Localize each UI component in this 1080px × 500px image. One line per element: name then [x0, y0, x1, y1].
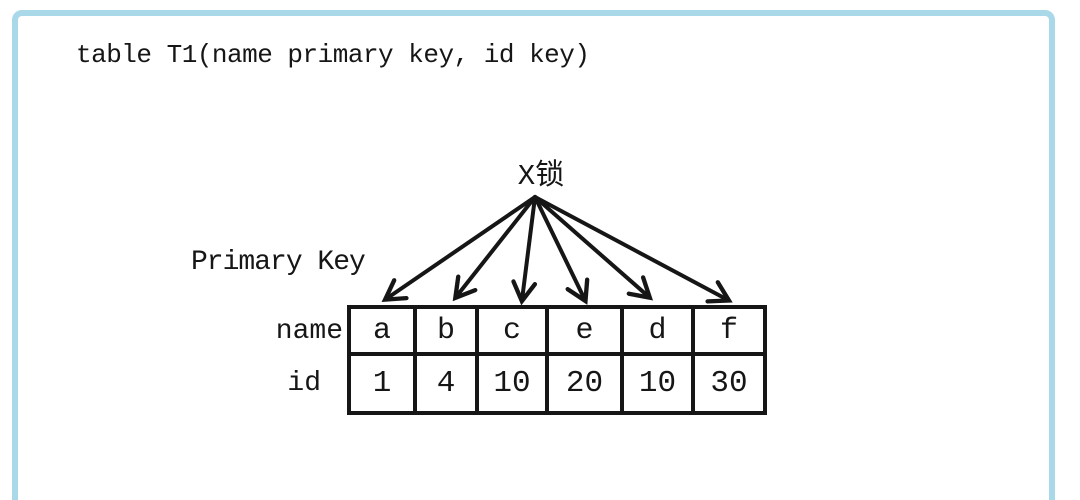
table-definition-text: table T1(name primary key, id key) [76, 40, 590, 70]
lock-arrow-f [533, 195, 733, 304]
name-cell-0: a [351, 309, 413, 352]
row-label-name: name [275, 316, 343, 347]
lock-arrow-c [511, 195, 538, 306]
name-cell-4: d [624, 309, 691, 352]
primary-key-label: Primary Key [191, 247, 366, 278]
id-cell-2: 10 [479, 356, 545, 411]
id-cell-3: 20 [549, 356, 620, 411]
x-lock-label: X锁 [517, 160, 565, 193]
id-cell-4: 10 [624, 356, 691, 411]
lock-arrow-a [381, 195, 537, 303]
lock-arrow-d [533, 195, 654, 301]
id-cell-1: 4 [417, 356, 475, 411]
name-cell-1: b [417, 309, 475, 352]
record-table: a b c e d f 1 4 10 20 10 30 [347, 305, 767, 415]
name-cell-2: c [479, 309, 545, 352]
name-cell-3: e [549, 309, 620, 352]
id-cell-5: 30 [695, 356, 763, 411]
lock-arrow-b [452, 195, 537, 302]
row-label-id: id [287, 368, 321, 399]
id-cell-0: 1 [351, 356, 413, 411]
name-cell-5: f [695, 309, 763, 352]
lock-arrow-e [533, 195, 590, 305]
